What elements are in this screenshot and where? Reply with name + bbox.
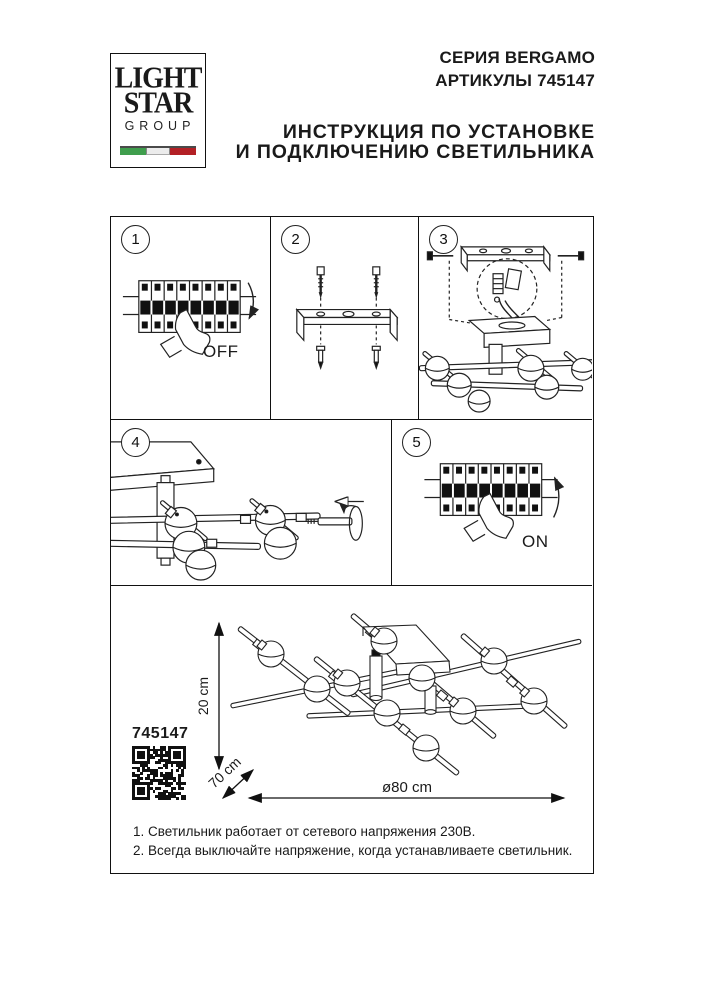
step-number-5: 5 — [402, 428, 431, 457]
depth-dimension-label: 70 cm — [205, 753, 244, 791]
rotate-down-arrow-icon — [247, 282, 260, 320]
lamp-sphere-icon — [424, 354, 592, 413]
lamp-connector-icon — [164, 502, 269, 519]
ceiling-wiring-illustration — [419, 245, 592, 413]
on-label: ON — [522, 532, 549, 551]
article-line: АРТИКУЛЫ 745147 — [435, 71, 595, 90]
logo-word-group: GROUP — [124, 119, 196, 133]
flag-white-segment — [145, 148, 171, 155]
diameter-dimension-label: ø80 cm — [382, 779, 432, 796]
notes: 1. Светильник работает от сетевого напря… — [133, 822, 572, 860]
lamp-sphere-icon — [257, 627, 548, 762]
qr-code — [132, 746, 187, 801]
depth-dimension — [221, 769, 255, 799]
step-number-2: 2 — [281, 225, 310, 254]
arm-assembly-illustration — [111, 441, 364, 581]
lamp-sphere-icon — [164, 504, 297, 581]
title-line-1: ИНСТРУКЦИЯ ПО УСТАНОВКЕ — [282, 121, 595, 143]
chandelier-dimensions-illustration: 20 cm 70 cm ø80 cm — [195, 613, 582, 804]
step-panel-2: 2 — [271, 217, 419, 420]
step-panel-3: 3 — [419, 217, 592, 420]
chandelier-drawing — [230, 613, 582, 776]
anchor-icon — [371, 345, 381, 371]
anchor-icon — [316, 345, 326, 371]
screw-icon — [316, 266, 325, 299]
pointing-hand-icon — [463, 492, 514, 543]
series-line: СЕРИЯ BERGAMO — [439, 48, 595, 67]
logo-word-star: STAR — [123, 86, 194, 121]
step-panel-1: 1 — [111, 217, 271, 420]
screw-icon — [372, 266, 381, 299]
note-1: 1. Светильник работает от сетевого напря… — [133, 824, 476, 839]
header-titles: СЕРИЯ BERGAMO АРТИКУЛЫ 745147 ИНСТРУКЦИЯ… — [236, 46, 595, 162]
terminal-block-icon — [492, 268, 523, 303]
rotate-up-arrow-icon — [553, 476, 565, 518]
screw-icon — [557, 251, 585, 261]
step-number-4: 4 — [121, 428, 150, 457]
screw-icon — [426, 251, 454, 261]
italian-flag-stripe — [120, 146, 196, 155]
lamp-connector-icon — [256, 626, 531, 708]
lightstar-logo: LIGHT STAR GROUP — [110, 53, 206, 168]
step-number-1: 1 — [121, 225, 150, 254]
steps-grid: 1 — [110, 216, 594, 874]
circuit-breaker-on-illustration — [424, 463, 565, 543]
title-line-2: И ПОДКЛЮЧЕНИЮ СВЕТИЛЬНИКА — [235, 140, 595, 163]
rotate-arrow-icon — [338, 502, 363, 541]
pointing-hand-icon — [159, 308, 211, 359]
mounting-bracket-illustration — [295, 266, 399, 371]
flag-red-segment — [170, 148, 196, 155]
flag-green-segment — [120, 148, 146, 155]
dimensions-panel: 20 cm 70 cm ø80 cm 745147 1. Светильник … — [111, 586, 592, 872]
circuit-breaker-off-illustration — [122, 280, 260, 359]
off-label: OFF — [203, 342, 239, 361]
step-number-3: 3 — [429, 225, 458, 254]
logo-word-light: LIGHT — [114, 61, 203, 96]
detached-rod-icon — [306, 517, 353, 526]
note-2: 2. Всегда выключайте напряжение, когда у… — [133, 843, 573, 858]
step-panel-5: 5 — [392, 420, 592, 586]
article-code: 745147 — [132, 725, 189, 742]
height-dimension-label: 20 cm — [195, 677, 211, 715]
step-panel-4: 4 — [111, 420, 392, 586]
